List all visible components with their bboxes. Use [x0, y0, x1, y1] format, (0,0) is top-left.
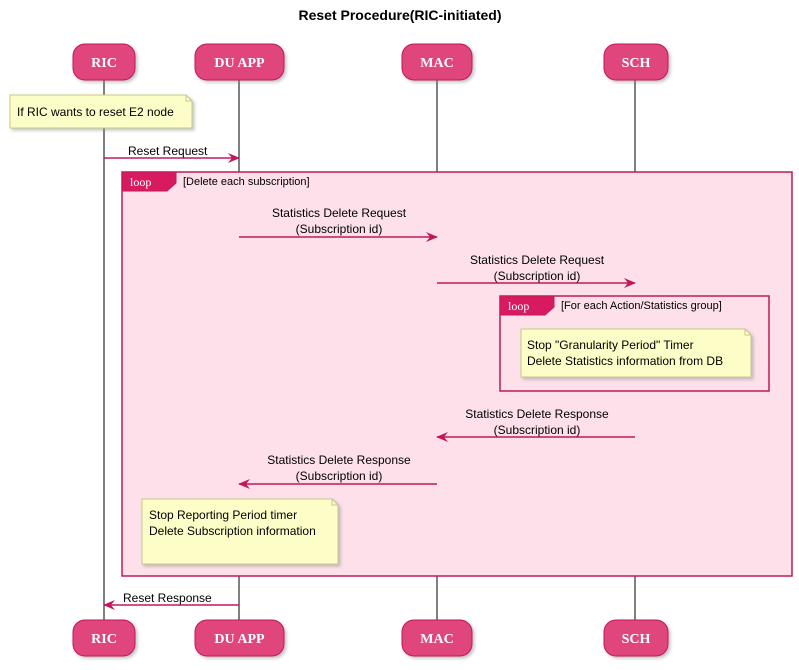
loop-inner-keyword: loop: [508, 299, 529, 313]
svg-text:DU APP: DU APP: [214, 632, 265, 647]
svg-text:SCH: SCH: [622, 632, 651, 647]
participant-sch-bottom: SCH: [603, 619, 669, 657]
svg-text:(Subscription id): (Subscription id): [296, 469, 383, 483]
svg-text:RIC: RIC: [91, 632, 117, 647]
svg-text:MAC: MAC: [420, 56, 453, 71]
diagram-title: Reset Procedure(RIC-initiated): [298, 7, 501, 23]
svg-text:Statistics Delete Response: Statistics Delete Response: [465, 407, 609, 421]
svg-text:Stop Reporting Period timer: Stop Reporting Period timer: [149, 508, 297, 522]
svg-text:SCH: SCH: [622, 56, 651, 71]
loop-outer-keyword: loop: [130, 175, 151, 189]
svg-text:Statistics Delete Response: Statistics Delete Response: [267, 453, 411, 467]
svg-text:Stop "Granularity Period" Time: Stop "Granularity Period" Timer: [527, 338, 694, 352]
participant-ric-bottom: RIC: [72, 619, 136, 657]
svg-text:Delete Statistics information: Delete Statistics information from DB: [527, 354, 723, 368]
svg-text:Delete Subscription informatio: Delete Subscription information: [149, 524, 316, 538]
message-reset-request: Reset Request: [104, 144, 240, 163]
message-stats-delete-request-mac: Statistics Delete Request (Subscription …: [239, 206, 438, 242]
svg-text:(Subscription id): (Subscription id): [494, 269, 581, 283]
svg-text:(Subscription id): (Subscription id): [494, 423, 581, 437]
note-granularity-timer: Stop "Granularity Period" Timer Delete S…: [520, 328, 752, 378]
svg-text:DU APP: DU APP: [214, 56, 265, 71]
svg-text:(Subscription id): (Subscription id): [296, 222, 383, 236]
loop-outer-condition: [Delete each subscription]: [183, 176, 310, 188]
svg-text:Reset Response: Reset Response: [123, 591, 212, 605]
svg-text:Statistics Delete Request: Statistics Delete Request: [272, 206, 407, 220]
participant-ric-top: RIC: [72, 43, 136, 81]
svg-text:MAC: MAC: [420, 632, 453, 647]
loop-inner-condition: [For each Action/Statistics group]: [561, 300, 722, 312]
participant-du-bottom: DU APP: [194, 619, 285, 657]
svg-text:RIC: RIC: [91, 56, 117, 71]
message-stats-delete-request-sch: Statistics Delete Request (Subscription …: [437, 253, 636, 288]
message-stats-delete-response-du: Statistics Delete Response (Subscription…: [238, 453, 437, 489]
note-reporting-period-timer: Stop Reporting Period timer Delete Subsc…: [141, 498, 339, 565]
svg-text:Reset Request: Reset Request: [128, 144, 208, 158]
participant-sch-top: SCH: [603, 43, 669, 81]
participant-mac-top: MAC: [401, 43, 473, 81]
svg-text:Statistics Delete Request: Statistics Delete Request: [470, 253, 605, 267]
note-reset-e2-node: If RIC wants to reset E2 node: [9, 94, 193, 129]
message-reset-response: Reset Response: [103, 591, 239, 610]
participant-mac-bottom: MAC: [401, 619, 473, 657]
participant-du-top: DU APP: [194, 43, 285, 81]
svg-text:If RIC wants to reset E2 node: If RIC wants to reset E2 node: [17, 105, 174, 119]
message-stats-delete-response-mac: Statistics Delete Response (Subscription…: [436, 407, 635, 442]
